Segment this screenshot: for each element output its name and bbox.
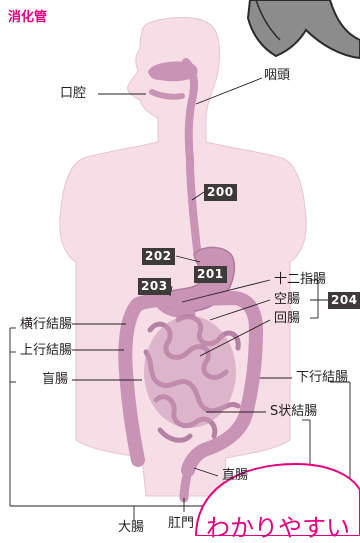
label-rectum: 直腸 [222, 468, 248, 484]
small-intestine-fill [144, 316, 236, 428]
label-duodenum: 十二指腸 [274, 272, 326, 288]
badge-stomach-lower: 203 [138, 278, 171, 295]
badge-stomach-inner: 201 [194, 266, 227, 283]
speech-bubble-text: わかりやすい [206, 508, 350, 543]
label-large-intestine: 大腸 [118, 520, 144, 536]
rectum-shape [184, 470, 188, 498]
label-ascending-colon: 上行結腸 [20, 343, 72, 359]
label-descending-colon: 下行結腸 [296, 370, 348, 386]
badge-small-intestine: 204 [328, 292, 360, 309]
label-pharynx: 咽頭 [264, 68, 290, 84]
label-cecum: 盲腸 [42, 372, 68, 388]
label-sigmoid-colon: S状結腸 [270, 404, 317, 420]
badge-stomach-upper: 202 [142, 248, 175, 265]
diagram-title: 消化管 [8, 6, 47, 25]
mascot-figure [248, 0, 360, 58]
label-anus: 肛門 [168, 516, 194, 532]
label-ileum: 回腸 [274, 311, 300, 327]
label-jejunum: 空腸 [274, 292, 300, 308]
label-mouth: 口腔 [60, 86, 86, 102]
badge-esophagus: 200 [204, 184, 237, 201]
label-transverse-colon: 横行結腸 [20, 317, 72, 333]
